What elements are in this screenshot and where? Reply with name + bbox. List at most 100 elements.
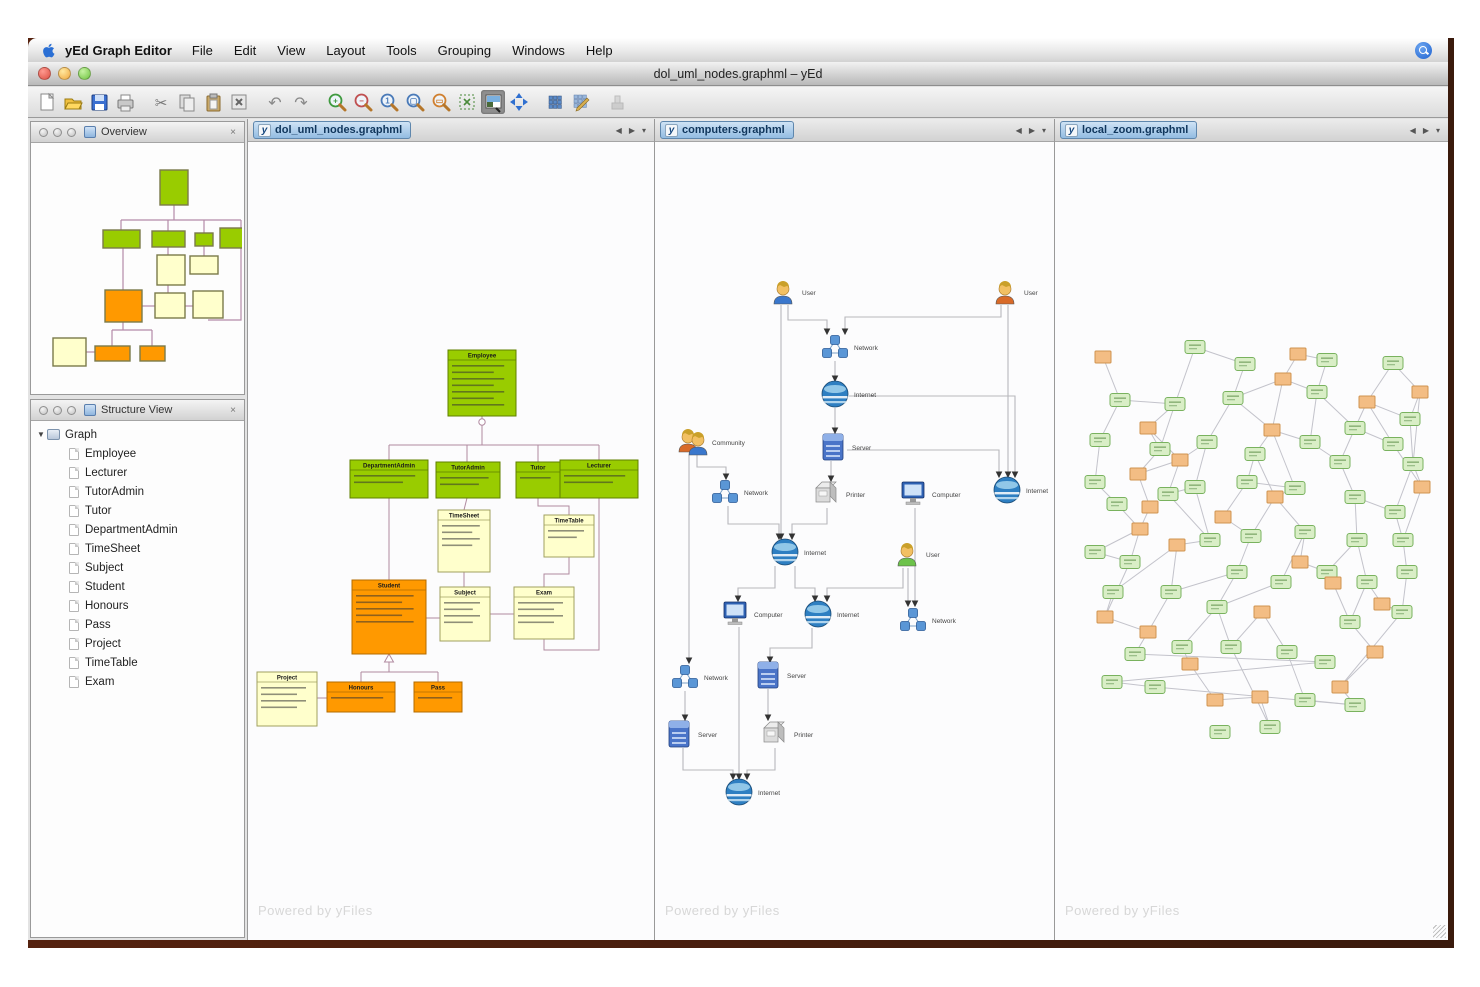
- tree-item-timetable[interactable]: TimeTable: [31, 653, 244, 672]
- graph-node-orange[interactable]: [1171, 453, 1189, 467]
- graph-node-green[interactable]: [1196, 435, 1218, 449]
- tree-item-honours[interactable]: Honours: [31, 596, 244, 615]
- tab-computers[interactable]: y computers.graphml: [660, 121, 794, 139]
- graph-node-green[interactable]: [1101, 675, 1123, 689]
- save-button[interactable]: [87, 90, 111, 114]
- new-document-button[interactable]: [35, 90, 59, 114]
- graph-node-orange[interactable]: [1274, 372, 1292, 386]
- graph-node-green[interactable]: [1382, 356, 1404, 370]
- menu-tools[interactable]: Tools: [386, 42, 417, 58]
- graph-node-orange[interactable]: [1214, 510, 1232, 524]
- spotlight-icon[interactable]: [1415, 41, 1432, 59]
- graph-node-green[interactable]: [1222, 391, 1244, 405]
- graph-node-orange[interactable]: [1373, 597, 1391, 611]
- graph-node-green[interactable]: [1270, 575, 1292, 589]
- menu-windows[interactable]: Windows: [512, 42, 565, 58]
- tree-item-subject[interactable]: Subject: [31, 558, 244, 577]
- tree-item-student[interactable]: Student: [31, 577, 244, 596]
- overview-panel-close-icon[interactable]: ×: [230, 126, 236, 138]
- graph-node-green[interactable]: [1384, 505, 1406, 519]
- tab-next-icon[interactable]: ▶: [628, 125, 635, 135]
- graph-node-green[interactable]: [1089, 433, 1111, 447]
- graph-node-orange[interactable]: [1139, 421, 1157, 435]
- graph-node-green[interactable]: [1240, 529, 1262, 543]
- graph-node-green[interactable]: [1199, 533, 1221, 547]
- graph-node-green[interactable]: [1206, 600, 1228, 614]
- graph-node-orange[interactable]: [1251, 690, 1269, 704]
- tree-item-exam[interactable]: Exam: [31, 672, 244, 691]
- tree-item-employee[interactable]: Employee: [31, 444, 244, 463]
- graph-node-green[interactable]: [1294, 525, 1316, 539]
- graph-node-orange[interactable]: [1366, 645, 1384, 659]
- zoom-in-button[interactable]: +: [325, 90, 349, 114]
- uml-class-lecturer[interactable]: Lecturer: [559, 459, 639, 499]
- close-window-button[interactable]: [38, 67, 51, 80]
- graph-node-green[interactable]: [1106, 497, 1128, 511]
- tab-prev-icon[interactable]: ◀: [1409, 125, 1416, 135]
- graph-node-green[interactable]: [1306, 385, 1328, 399]
- network-node-p1[interactable]: Printer: [815, 481, 866, 503]
- zoom-area-button[interactable]: ▭: [429, 90, 453, 114]
- tab-list-icon[interactable]: ▾: [641, 125, 646, 135]
- graph-node-green[interactable]: [1220, 640, 1242, 654]
- snap-lines-button[interactable]: [569, 90, 593, 114]
- graph-node-green[interactable]: [1160, 585, 1182, 599]
- tree-root-graph[interactable]: ▼ Graph: [31, 425, 244, 444]
- cut-button[interactable]: ✂: [149, 90, 173, 114]
- resize-grip[interactable]: [1433, 925, 1446, 938]
- graph-node-green[interactable]: [1144, 680, 1166, 694]
- graph-node-orange[interactable]: [1168, 538, 1186, 552]
- network-node-i5[interactable]: Internet: [725, 778, 780, 806]
- graph-node-green[interactable]: [1084, 545, 1106, 559]
- graph-node-orange[interactable]: [1253, 605, 1271, 619]
- graph-node-orange[interactable]: [1291, 555, 1309, 569]
- graph-node-orange[interactable]: [1324, 576, 1342, 590]
- graph-node-green[interactable]: [1339, 615, 1361, 629]
- minimize-window-button[interactable]: [58, 67, 71, 80]
- network-node-p2[interactable]: Printer: [763, 721, 814, 743]
- print-button[interactable]: [113, 90, 137, 114]
- graph-node-green[interactable]: [1402, 457, 1424, 471]
- graph-node-green[interactable]: [1119, 555, 1141, 569]
- tree-item-pass[interactable]: Pass: [31, 615, 244, 634]
- app-menu-name[interactable]: yEd Graph Editor: [65, 42, 172, 58]
- network-node-u2[interactable]: User: [995, 281, 1039, 305]
- window-title-bar[interactable]: dol_uml_nodes.graphml – yEd: [28, 62, 1448, 86]
- tree-item-timesheet[interactable]: TimeSheet: [31, 539, 244, 558]
- network-node-c1[interactable]: Community: [678, 429, 746, 456]
- network-node-s3[interactable]: Server: [668, 720, 718, 748]
- network-node-i4[interactable]: Internet: [804, 600, 859, 628]
- uml-class-tutoradmin[interactable]: TutorAdmin: [435, 461, 501, 499]
- graph-node-orange[interactable]: [1096, 610, 1114, 624]
- uml-class-exam[interactable]: Exam: [513, 586, 575, 640]
- zoom-window-button[interactable]: [78, 67, 91, 80]
- tab-dol-uml-nodes[interactable]: y dol_uml_nodes.graphml: [253, 121, 412, 139]
- graph-node-orange[interactable]: [1411, 385, 1429, 399]
- graph-node-orange[interactable]: [1331, 680, 1349, 694]
- network-node-k1[interactable]: Computer: [901, 481, 961, 505]
- graph-node-green[interactable]: [1382, 437, 1404, 451]
- network-node-s2[interactable]: Server: [757, 661, 807, 689]
- graph-node-orange[interactable]: [1263, 423, 1281, 437]
- graph-node-green[interactable]: [1299, 435, 1321, 449]
- uml-class-timetable[interactable]: TimeTable: [543, 514, 595, 558]
- graph-node-green[interactable]: [1344, 421, 1366, 435]
- graph-node-green[interactable]: [1344, 490, 1366, 504]
- graph-node-orange[interactable]: [1131, 522, 1149, 536]
- tab-prev-icon[interactable]: ◀: [1015, 125, 1022, 135]
- graph-node-green[interactable]: [1109, 393, 1131, 407]
- tab-next-icon[interactable]: ▶: [1028, 125, 1035, 135]
- graph-node-green[interactable]: [1399, 412, 1421, 426]
- open-file-button[interactable]: [61, 90, 85, 114]
- network-node-n3[interactable]: Network: [900, 608, 957, 631]
- uml-class-project[interactable]: Project: [256, 671, 318, 727]
- graph-node-orange[interactable]: [1358, 395, 1376, 409]
- graph-node-green[interactable]: [1157, 487, 1179, 501]
- menu-view[interactable]: View: [277, 42, 306, 58]
- graph-node-green[interactable]: [1124, 647, 1146, 661]
- graph-node-green[interactable]: [1316, 353, 1338, 367]
- network-node-u1[interactable]: User: [773, 281, 817, 305]
- random-graph-canvas[interactable]: [1055, 142, 1448, 940]
